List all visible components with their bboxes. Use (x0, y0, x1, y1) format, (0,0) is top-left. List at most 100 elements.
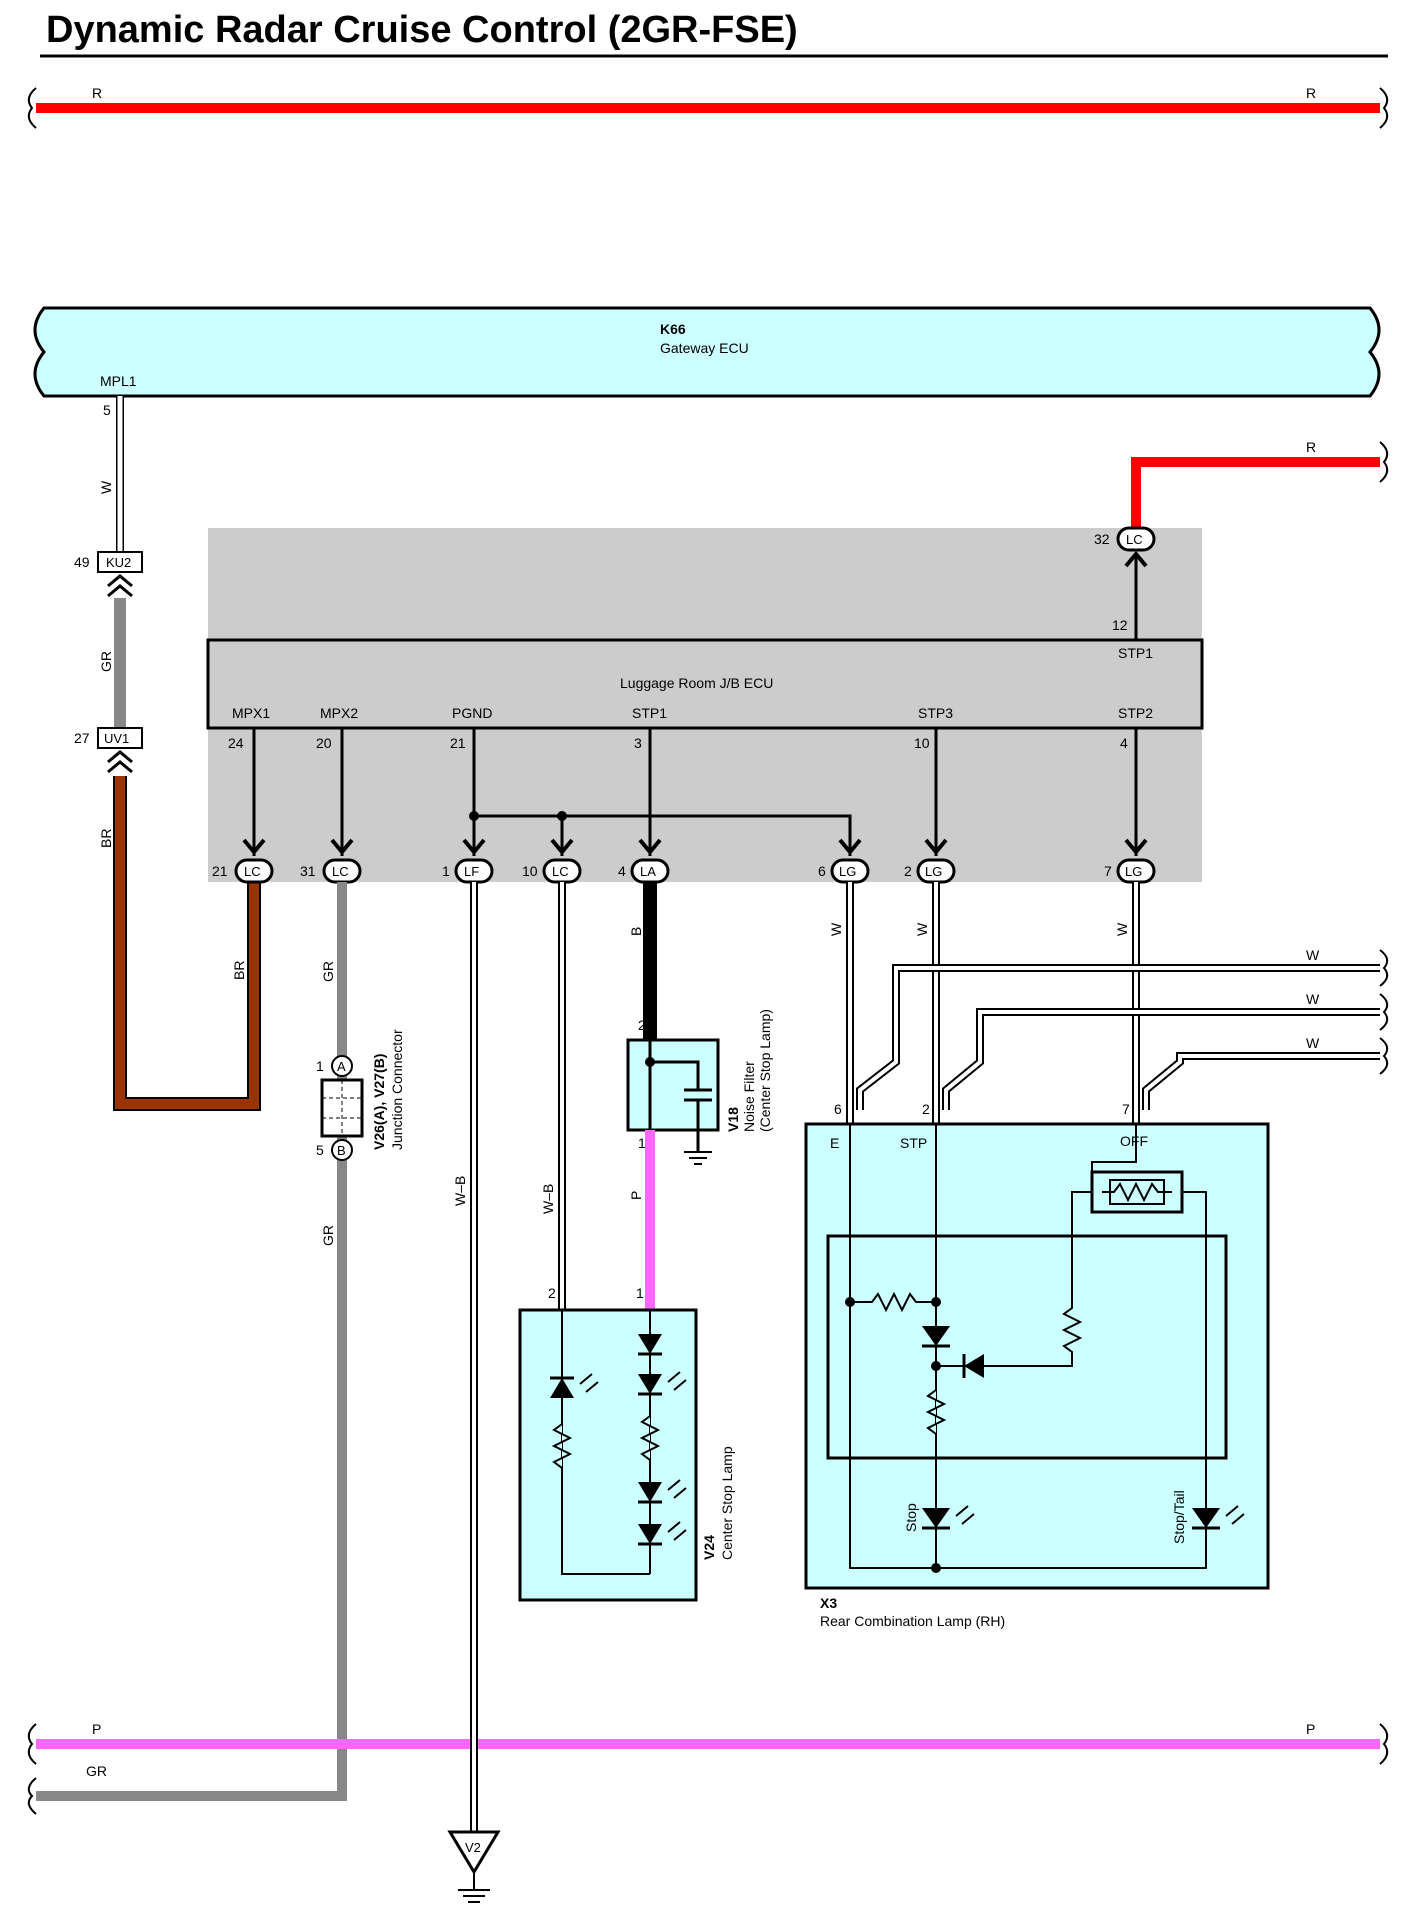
wires-w-rear: W W W W W W (828, 882, 1389, 1124)
wire-color-label: B (628, 927, 644, 936)
rear-pin-name: OFF (1120, 1133, 1148, 1149)
jb-pin-name: STP3 (918, 705, 953, 721)
wire-color-label: GR (320, 961, 336, 982)
rear-pin-num: 7 (1122, 1101, 1130, 1117)
stop-tail-label: Stop/Tail (1171, 1490, 1187, 1544)
jb-internal-wiring (252, 728, 1138, 856)
jb-pin-name: MPX1 (232, 705, 270, 721)
wire-color-label: W (98, 480, 114, 494)
conn-label: LC (552, 864, 569, 879)
rear-lamp-name: Rear Combination Lamp (RH) (820, 1613, 1005, 1629)
junction-pin-b: 5 (316, 1142, 324, 1158)
connector-uv1: UV1 27 (74, 727, 143, 774)
wire-color-label: BR (98, 829, 114, 848)
conn-pin: 7 (1104, 863, 1112, 879)
noise-filter-pin-top: 2 (638, 1017, 646, 1033)
noise-filter-name: Noise Filter (741, 1061, 757, 1132)
conn-label: LG (839, 864, 856, 879)
jb-pin-num: 24 (228, 735, 244, 751)
csl-code: V24 (701, 1535, 717, 1560)
noise-filter-pin-bottom: 1 (638, 1135, 646, 1151)
jb-pin-num: 4 (1120, 735, 1128, 751)
wire-color-label: R (92, 85, 102, 101)
jb-pin-name: STP1 (632, 705, 667, 721)
wire-gr-mpx2: GR GR GR (27, 882, 347, 1815)
wire-color-label: GR (98, 651, 114, 672)
wire-wb-pgnd: W–B (452, 882, 478, 1832)
junction-pin-a: 1 (316, 1058, 324, 1074)
conn-label: LG (1125, 864, 1142, 879)
jb-pin-num: 20 (316, 735, 332, 751)
wire-color-label: W–B (540, 1184, 556, 1214)
splice-dot (557, 811, 567, 821)
conn-label: LA (640, 864, 656, 879)
conn-label: LC (244, 864, 261, 879)
bus-p-bottom: P P (27, 1721, 1389, 1765)
top-conn-label: LC (1126, 532, 1143, 547)
rear-pin-num: 2 (922, 1101, 930, 1117)
ku2-label: KU2 (106, 555, 131, 570)
csl-name: Center Stop Lamp (719, 1446, 735, 1560)
top-conn-pin: 32 (1094, 531, 1110, 547)
connector-ku2: KU2 49 (74, 551, 143, 598)
conn-pin: 31 (300, 863, 316, 879)
conn-pin: 6 (818, 863, 826, 879)
jb-pin-num: 3 (634, 735, 642, 751)
wire-color-label: W–B (452, 1176, 468, 1206)
conn-label: LF (464, 864, 479, 879)
conn-pin: 21 (212, 863, 228, 879)
conn-pin: 4 (618, 863, 626, 879)
wire-r-stp1-top: R (1131, 439, 1389, 528)
wire-br-loop (115, 776, 259, 1109)
wire-color-label: R (1306, 439, 1316, 455)
jb-pin-num: 21 (450, 735, 466, 751)
rear-lamp-code: X3 (820, 1595, 837, 1611)
junction-letter-a: A (337, 1059, 346, 1074)
rear-pin-name: STP (900, 1135, 927, 1151)
jb-pin-name: PGND (452, 705, 492, 721)
wire-w-gateway: 5 W (98, 396, 124, 556)
top-pin-num: 12 (1112, 617, 1128, 633)
wire-color-label: P (1306, 1721, 1315, 1737)
wire-color-label: GR (320, 1225, 336, 1246)
rear-pin-num: 6 (834, 1101, 842, 1117)
conn-label: LC (332, 864, 349, 879)
rear-pin-name: E (830, 1135, 839, 1151)
conn-pin: 10 (522, 863, 538, 879)
conn-pin: 2 (904, 863, 912, 879)
page-title: Dynamic Radar Cruise Control (2GR-FSE) (46, 9, 798, 51)
ground-code: V2 (465, 1840, 481, 1855)
jb-top-pin-name: STP1 (1118, 645, 1153, 661)
gateway-pin-name: MPL1 (100, 373, 137, 389)
stop-label: Stop (903, 1503, 919, 1532)
noise-filter-sub: (Center Stop Lamp) (757, 1009, 773, 1132)
center-stop-lamp-v24: 2 1 V24 Center Stop Lamp (518, 1285, 735, 1602)
csl-pin-right: 1 (636, 1285, 644, 1301)
junction-name: Junction Connector (389, 1029, 405, 1150)
jb-pin-name: STP2 (1118, 705, 1153, 721)
wire-color-label: P (92, 1721, 101, 1737)
bus-r-top: R R (27, 85, 1389, 129)
wire-color-label: BR (231, 961, 247, 980)
wire-color-label: W (914, 922, 930, 936)
uv1-label: UV1 (104, 731, 129, 746)
rear-combination-lamp-x3: 6 2 7 E STP OFF Stop (804, 1101, 1270, 1629)
uv1-pin: 27 (74, 730, 90, 746)
gateway-code: K66 (660, 321, 686, 337)
jb-ecu: STP1 Luggage Room J/B ECU MPX1 MPX2 PGND… (206, 638, 1204, 730)
wire-wb-lc10: W–B (540, 882, 566, 1310)
gateway-name: Gateway ECU (660, 340, 749, 356)
gateway-ecu: K66 Gateway ECU MPL1 (33, 306, 1381, 398)
ku2-pin: 49 (74, 554, 90, 570)
csl-pin-left: 2 (548, 1285, 556, 1301)
jb-ecu-name: Luggage Room J/B ECU (620, 675, 773, 691)
wire-color-label: R (1306, 85, 1316, 101)
junction-connector-v26: A 1 B 5 V26(A), V27(B) Junction Connecto… (316, 1029, 405, 1161)
conn-label: LG (925, 864, 942, 879)
ground-v2: V2 (447, 1830, 501, 1903)
splice-dot (469, 811, 479, 821)
conn-pin: 1 (442, 863, 450, 879)
wire-color-label: W (1114, 922, 1130, 936)
jb-lower-connectors: LC 21 LC 31 LF 1 LC 10 LA 4 LG 6 LG 2 L (212, 838, 1156, 884)
